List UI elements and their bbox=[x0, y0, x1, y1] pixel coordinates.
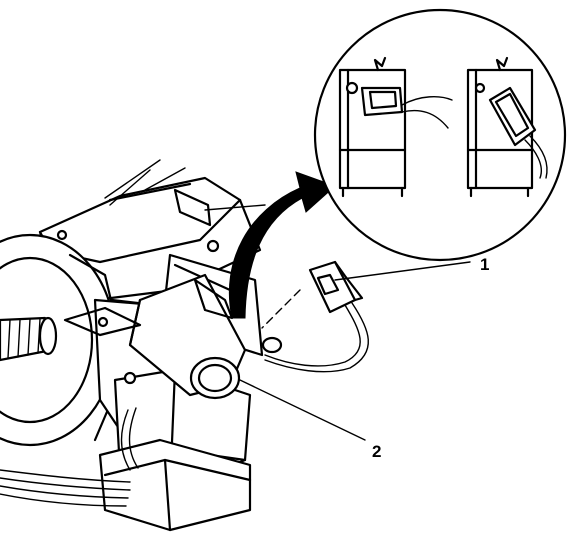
callout-label-2: 2 bbox=[372, 442, 381, 461]
lock-cylinder bbox=[63, 273, 247, 400]
detail-arrow bbox=[228, 171, 336, 319]
detail-inset bbox=[313, 8, 567, 262]
leader-line-2 bbox=[239, 379, 366, 441]
callout-label-1: 1 bbox=[480, 255, 489, 274]
electrical-connector bbox=[261, 260, 369, 373]
leader-line-1 bbox=[334, 261, 471, 281]
